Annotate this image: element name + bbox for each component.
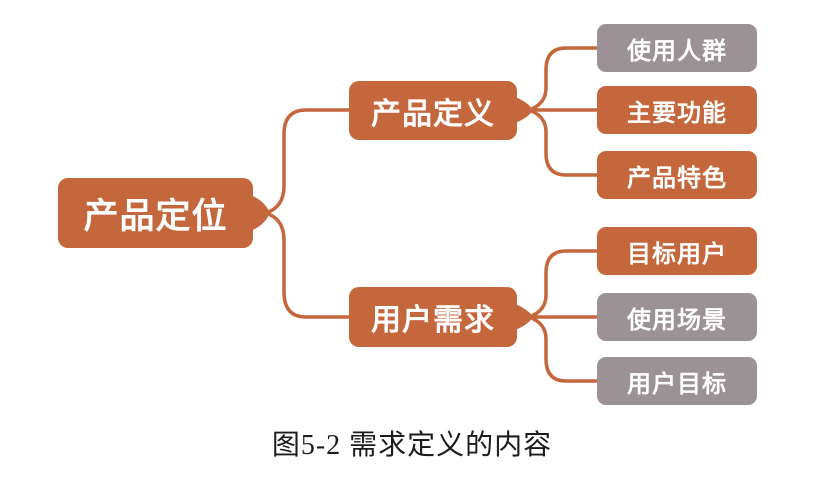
node-product-features: 产品特色 [597,151,757,199]
node-user-needs: 用户需求 [349,287,517,347]
node-label: 目标用户 [627,240,727,268]
node-main-functions: 主要功能 [597,86,757,134]
node-product-positioning: 产品定位 [58,178,253,248]
node-target-users: 目标用户 [597,227,757,275]
node-user-groups: 使用人群 [597,24,757,72]
node-product-definition: 产品定义 [349,81,517,140]
node-label: 用户需求 [371,304,495,337]
node-label: 产品特色 [627,164,727,192]
node-label: 产品定位 [83,196,228,236]
node-usage-scenarios: 使用场景 [597,293,757,341]
figure-caption: 图5-2 需求定义的内容 [271,430,553,461]
node-label: 使用场景 [627,306,727,334]
node-user-goals: 用户目标 [597,357,757,405]
node-label: 产品定义 [371,97,495,131]
node-label: 使用人群 [627,37,727,65]
node-label: 用户目标 [627,370,727,398]
node-label: 主要功能 [627,99,727,127]
